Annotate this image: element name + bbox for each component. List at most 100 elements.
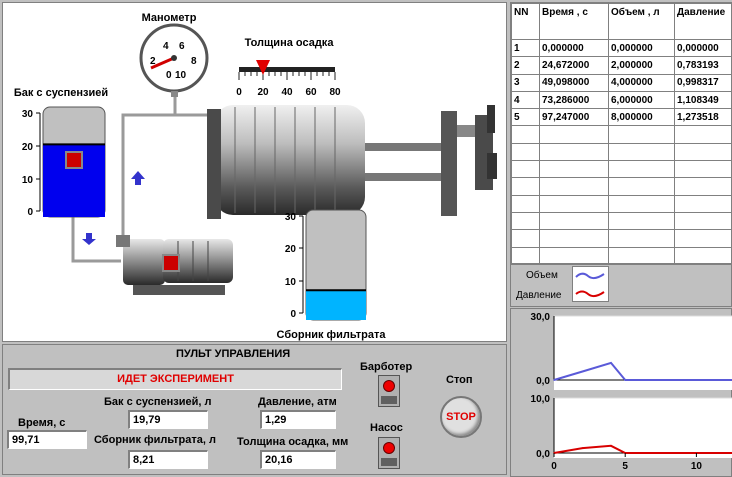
cell-time: 49,098000 bbox=[539, 73, 609, 92]
empty-cell bbox=[608, 194, 675, 213]
pressure-point bbox=[610, 445, 612, 447]
legend-volume-line bbox=[575, 272, 605, 280]
cell-volume: 0,000000 bbox=[608, 38, 675, 58]
empty-cell bbox=[539, 160, 609, 179]
pump-toggle[interactable] bbox=[378, 437, 400, 469]
tank-tick-20: 20 bbox=[22, 142, 34, 153]
volume-tick-max: 30,0 bbox=[531, 312, 551, 323]
manometer-tick-6: 6 bbox=[179, 41, 185, 52]
thickness-tick-80: 80 bbox=[329, 87, 341, 98]
volume-plot-area bbox=[554, 316, 732, 390]
process-diagram: Манометр 0 2 4 6 8 10 Толщина осадка 0 2… bbox=[14, 12, 497, 341]
empty-cell bbox=[608, 142, 675, 162]
cell-time: 97,247000 bbox=[539, 108, 609, 127]
empty-cell bbox=[608, 177, 675, 196]
table-row-empty bbox=[511, 194, 731, 213]
tank-volume-field: 19,79 bbox=[128, 410, 208, 429]
pump-indicator-icon bbox=[383, 442, 395, 454]
pump-label: Насос bbox=[370, 422, 403, 434]
empty-cell bbox=[674, 125, 731, 144]
thickness-tick-0: 0 bbox=[236, 87, 242, 98]
volume-point bbox=[553, 379, 555, 381]
manometer-tick-8: 8 bbox=[191, 56, 197, 67]
filtrate-liquid bbox=[306, 290, 366, 320]
empty-cell bbox=[511, 142, 540, 162]
x-tick-label: 5 bbox=[622, 461, 628, 472]
cell-pressure: 1,108349 bbox=[674, 90, 731, 110]
header-pressure: Давление bbox=[674, 3, 731, 40]
empty-cell bbox=[539, 211, 609, 231]
cell-time: 24,672000 bbox=[539, 56, 609, 75]
time-field: 99,71 bbox=[7, 430, 87, 449]
table-row-empty bbox=[511, 229, 731, 248]
stop-button[interactable]: STOP bbox=[440, 396, 482, 438]
empty-cell bbox=[511, 246, 540, 263]
thickness-scale bbox=[238, 67, 336, 80]
empty-cell bbox=[674, 194, 731, 213]
filtrate-volume-label: Сборник фильтрата, л bbox=[94, 434, 216, 446]
empty-cell bbox=[674, 211, 731, 231]
table-header: NN Время , с Объем , л Давление bbox=[511, 3, 731, 40]
filtrate-tick-30: 30 bbox=[285, 212, 297, 223]
filtrate-label: Сборник фильтрата bbox=[277, 329, 387, 341]
manometer-tick-10: 10 bbox=[175, 70, 187, 81]
empty-cell bbox=[674, 177, 731, 196]
status-display: ИДЕТ ЭКСПЕРИМЕНТ bbox=[8, 368, 342, 390]
empty-cell bbox=[608, 229, 675, 248]
tank-stirrer-indicator bbox=[65, 151, 83, 169]
legend-pressure-label: Давление bbox=[516, 290, 562, 301]
filtrate-tick-10: 10 bbox=[285, 277, 297, 288]
header-volume: Объем , л bbox=[608, 3, 675, 40]
legend-pressure-line bbox=[575, 290, 605, 298]
manometer-tick-4: 4 bbox=[163, 41, 169, 52]
control-panel bbox=[2, 344, 507, 475]
table-row-empty bbox=[511, 160, 731, 179]
bubbler-label: Барботер bbox=[360, 361, 413, 373]
cell-volume: 6,000000 bbox=[608, 90, 675, 110]
manometer-gauge bbox=[139, 23, 209, 97]
manometer-tick-0: 0 bbox=[166, 70, 172, 81]
empty-cell bbox=[539, 177, 609, 196]
cell-pressure: 1,273518 bbox=[674, 108, 731, 127]
manometer-label: Манометр bbox=[142, 12, 197, 24]
cell-volume: 4,000000 bbox=[608, 73, 675, 92]
pump-motor bbox=[116, 235, 233, 295]
cell-nn: 4 bbox=[511, 90, 540, 110]
cell-nn: 2 bbox=[511, 56, 540, 75]
empty-cell bbox=[608, 211, 675, 231]
thickness-pointer bbox=[256, 60, 270, 75]
cell-time: 0,000000 bbox=[539, 38, 609, 58]
volume-point bbox=[610, 362, 612, 364]
cell-volume: 8,000000 bbox=[608, 108, 675, 127]
panel-title: ПУЛЬТ УПРАВЛЕНИЯ bbox=[176, 348, 291, 360]
table-row-empty bbox=[511, 125, 731, 144]
cell-pressure: 0,783193 bbox=[674, 56, 731, 75]
x-tick-label: 0 bbox=[551, 461, 557, 472]
filtrate-collector bbox=[305, 209, 367, 321]
empty-cell bbox=[539, 194, 609, 213]
cell-volume: 2,000000 bbox=[608, 56, 675, 75]
cell-pressure: 0,998317 bbox=[674, 73, 731, 92]
legend-volume-label: Объем bbox=[526, 270, 558, 281]
empty-cell bbox=[539, 246, 609, 263]
tank-scale bbox=[36, 112, 41, 212]
volume-tick-zero: 0,0 bbox=[536, 376, 550, 387]
filter-press bbox=[207, 105, 497, 219]
bubbler-toggle[interactable] bbox=[378, 375, 400, 407]
tank-volume-label: Бак с суспензией, л bbox=[104, 396, 212, 408]
tank-tick-30: 30 bbox=[22, 109, 34, 120]
legend-swatches bbox=[572, 266, 609, 302]
table-row-empty bbox=[511, 246, 731, 263]
pump-indicator bbox=[162, 254, 180, 272]
stop-label: Стоп bbox=[446, 374, 473, 386]
empty-cell bbox=[674, 142, 731, 162]
empty-cell bbox=[511, 211, 540, 231]
empty-cell bbox=[511, 194, 540, 213]
header-nn: NN bbox=[511, 3, 540, 40]
